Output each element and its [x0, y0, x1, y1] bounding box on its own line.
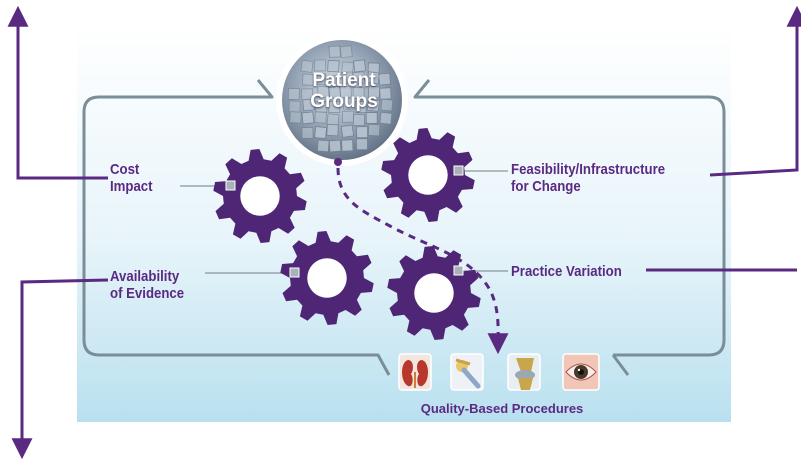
label-cost-impact-line2: Impact [110, 178, 153, 195]
gear-cost-impact [213, 149, 307, 243]
label-practice-variation: Practice Variation [511, 263, 622, 280]
flow-arrow [336, 167, 509, 355]
hub-mosaic-tile [380, 98, 394, 112]
arrow-down-left [11, 278, 109, 460]
hub-mosaic-tile [302, 98, 316, 112]
hub-mosaic-tile [365, 112, 378, 124]
label-cost-impact-line1: Cost [110, 161, 140, 178]
hub-mosaic-tile [302, 73, 315, 86]
gear-hole [240, 176, 280, 216]
hub-mosaic-tile [289, 111, 302, 124]
label-availability: Availability of Evidence [110, 268, 184, 302]
hub-pointer-node [334, 158, 342, 166]
hub-mosaic-tile [300, 59, 314, 73]
hub-mosaic-tile [352, 86, 365, 99]
hub-mosaic-tile [328, 45, 341, 58]
connector-nodes [225, 165, 464, 278]
frame-tick-right [413, 79, 438, 99]
hub-mosaic-tile [353, 59, 367, 73]
gear-hole [307, 258, 347, 298]
gear-availability [280, 231, 374, 325]
hub-mosaic-tile [356, 126, 369, 139]
hub-mosaic-tile [379, 87, 392, 100]
hub-mosaic-tile [313, 72, 326, 86]
hub-mosaic-tile [314, 126, 328, 140]
hub-mosaic-tile [327, 59, 340, 73]
hub-mosaic-tile [316, 139, 330, 153]
hub-mosaic-tile [314, 59, 326, 72]
frame-tick-left [253, 79, 274, 99]
hub-mosaic-tile [378, 72, 392, 86]
hub-title-line1: Patient [312, 70, 376, 91]
hub-mosaic-tile [339, 45, 353, 59]
hub-mosaic-tile [367, 98, 380, 112]
hub-mosaic-tile [328, 139, 342, 153]
hub-mosaic-tile [301, 127, 314, 139]
hub-mosaic-tile [367, 123, 381, 137]
hub-mosaic-tile [301, 111, 315, 125]
knee-joint-icon [507, 353, 541, 391]
frame-tick-bottom-right [611, 354, 630, 376]
hip-joint-icon [450, 353, 484, 391]
hub-mosaic-tile [326, 113, 340, 127]
hub-mosaic-tile [379, 111, 393, 125]
hub-mosaic-tile [354, 101, 367, 114]
label-cost-impact: Cost Impact [110, 161, 153, 195]
hub-mosaic-tile [314, 111, 327, 124]
hub-mosaic-tile [352, 113, 366, 127]
label-feasibility: Feasibility/Infrastructure for Change [511, 161, 665, 195]
hub-mosaic-tile [352, 71, 366, 85]
hub-mosaic-tile [287, 87, 300, 101]
hub-mosaic-tile [340, 124, 355, 138]
hub-mosaic-tile [339, 85, 353, 99]
hub-mosaic-tile [356, 138, 368, 151]
gear-hole [408, 155, 448, 195]
gear-feasibility [381, 128, 475, 222]
quality-based-procedures-label: Quality-Based Procedures [420, 401, 584, 416]
eye-icon [562, 353, 600, 391]
patient-groups-hub [276, 34, 408, 166]
kidney-icon [398, 353, 432, 391]
label-availability-line1: Availability [110, 268, 180, 285]
hub-mosaic-tile [326, 123, 339, 137]
gear-hole [414, 273, 454, 313]
hub-mosaic-tile [328, 100, 341, 114]
hub-title-line2: Groups [310, 91, 378, 112]
hub-title: Patient Groups [292, 70, 396, 112]
label-feasibility-line2: for Change [511, 178, 581, 195]
hub-mosaic-tile [342, 97, 356, 111]
hub-mosaic-tile [341, 139, 354, 152]
label-practice-variation-line1: Practice Variation [511, 263, 622, 280]
arrow-up-right [709, 5, 801, 177]
hub-mosaic-tile [341, 110, 355, 123]
frame-outline [82, 95, 726, 376]
label-availability-line2: of Evidence [110, 285, 185, 302]
arrow-up-left [7, 5, 108, 180]
label-feasibility-line1: Feasibility/Infrastructure [511, 161, 666, 178]
